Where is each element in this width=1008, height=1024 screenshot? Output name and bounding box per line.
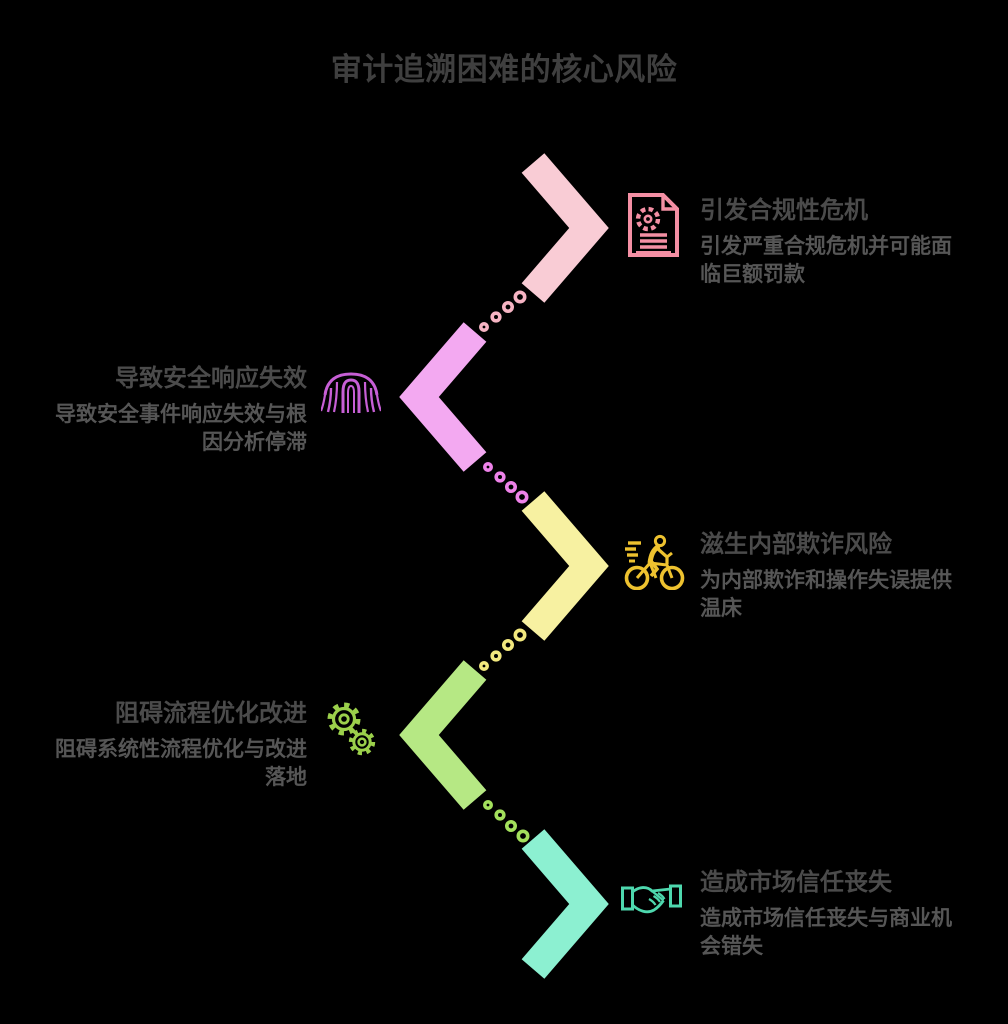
connector-dots-1-2 [478,290,527,332]
chevron-1 [521,153,609,303]
connector-dots-2-3 [482,461,529,504]
chevron-3 [521,491,609,641]
item-3-description: 为内部欺诈和操作失误提供温床 [700,569,952,620]
gears-icon [323,698,381,758]
item-4-description: 阻碍系统性流程优化与改进落地 [55,738,307,789]
item-1-title: 引发合规性危机 [700,197,868,224]
item-5-title: 造成市场信任丧失 [700,869,892,896]
item-5: 造成市场信任丧失 造成市场信任丧失与商业机会错失 [700,868,958,961]
chevron-2 [399,322,487,472]
chevron-4 [399,660,487,810]
delivery-cyclist-icon [623,533,687,590]
handshake-icon [620,878,683,920]
item-4-title: 阻碍流程优化改进 [115,700,307,727]
item-2-description: 导致安全事件响应失效与根因分析停滞 [55,403,307,454]
connector-dots-4-5 [482,799,530,843]
item-3-title: 滋生内部欺诈风险 [700,531,892,558]
page-title: 审计追溯困难的核心风险 [330,52,678,87]
item-2: 导致安全响应失效 导致安全事件响应失效与根因分析停滞 [49,364,307,457]
chevron-5 [521,829,609,979]
item-3: 滋生内部欺诈风险 为内部欺诈和操作失误提供温床 [700,530,958,623]
root-cause-tree-icon [321,372,381,415]
item-2-title: 导致安全响应失效 [115,365,307,392]
item-4: 阻碍流程优化改进 阻碍系统性流程优化与改进落地 [49,699,307,792]
item-5-description: 造成市场信任丧失与商业机会错失 [700,907,952,958]
item-1-description: 引发严重合规危机并可能面临巨额罚款 [700,235,952,286]
item-1: 引发合规性危机 引发严重合规危机并可能面临巨额罚款 [700,196,958,289]
connector-dots-3-4 [478,628,527,671]
compliance-document-icon [627,192,680,258]
